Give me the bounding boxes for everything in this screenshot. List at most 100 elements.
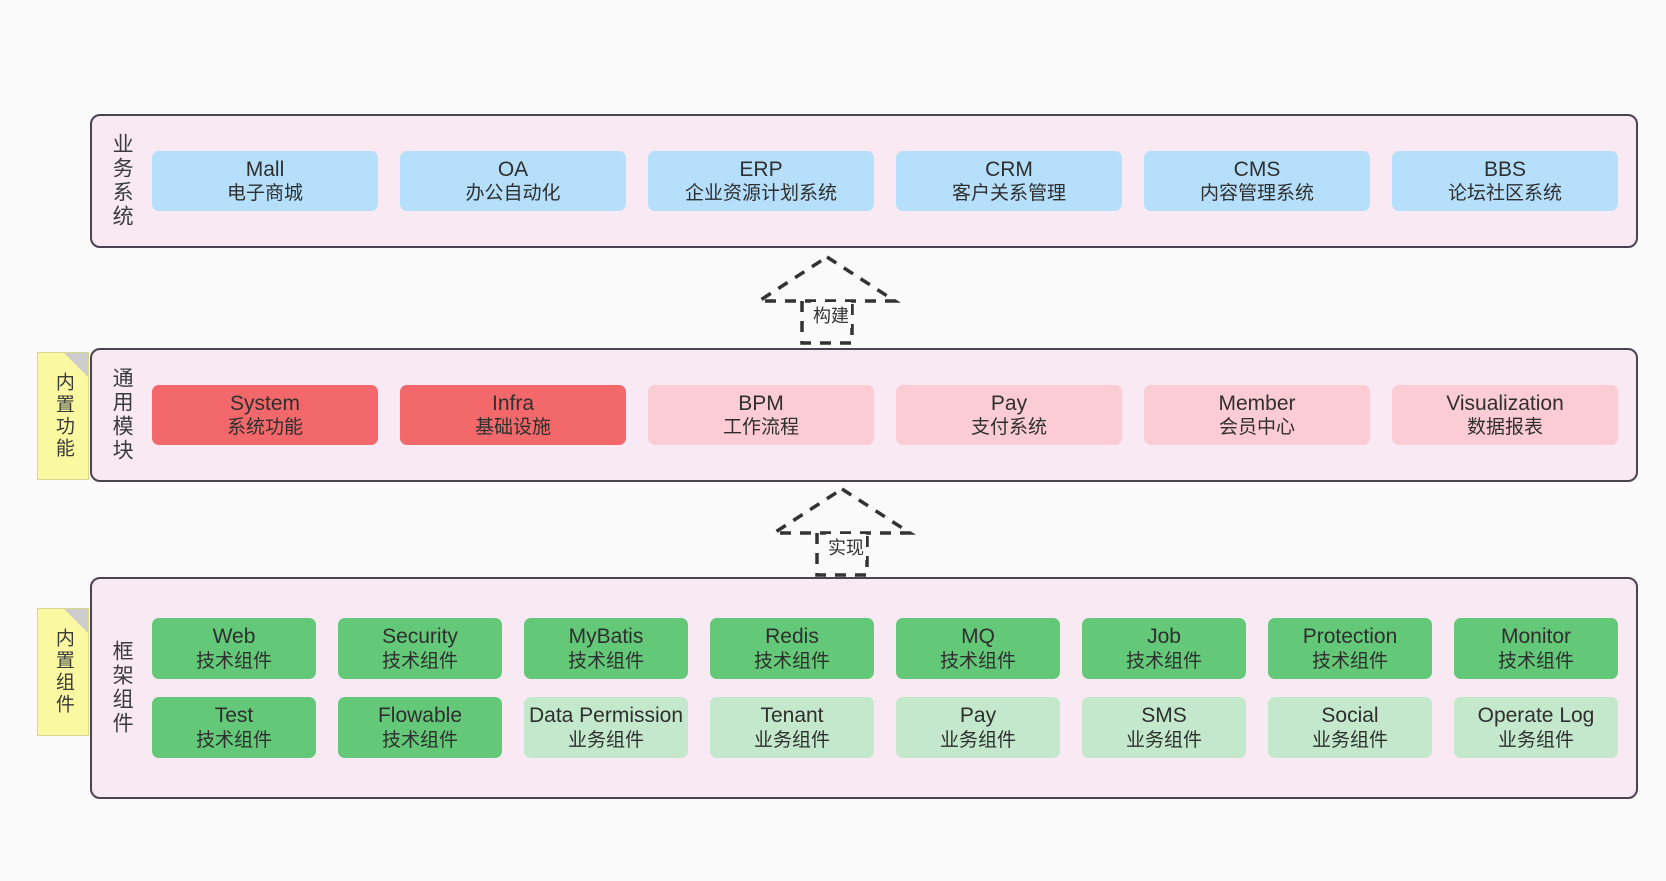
card-name: Pay: [990, 391, 1028, 415]
card-desc: 基础设施: [474, 417, 551, 439]
note-label: 内置组件: [52, 628, 74, 716]
card-desc: 业务组件: [939, 729, 1016, 751]
note-label: 内置功能: [52, 372, 74, 460]
card-name: Redis: [765, 625, 819, 649]
note-common-modules: 内置功能: [37, 352, 89, 480]
arrow-shaft-icon: [815, 533, 869, 577]
card-desc: 技术组件: [1125, 650, 1202, 672]
card-name: Infra: [491, 391, 535, 415]
connector-label-build: 构建: [811, 302, 851, 328]
card-desc: 论坛社区系统: [1447, 183, 1562, 205]
layer-title-common-modules: 通用模块: [110, 367, 134, 463]
arrow-head-icon: [753, 254, 901, 303]
card-name: Security: [382, 625, 458, 649]
card-name: CMS: [1233, 157, 1281, 181]
card-name: Social: [1321, 704, 1379, 727]
card-name: Protection: [1302, 625, 1398, 649]
connector-build: 构建: [753, 254, 901, 345]
card-desc: 技术组件: [195, 729, 272, 751]
arrow-shaft-icon: [800, 301, 854, 345]
card-desc: 业务组件: [1125, 729, 1202, 751]
card-desc: 业务组件: [1311, 729, 1388, 751]
card-name: BPM: [738, 391, 784, 415]
card-name: Operate Log: [1477, 704, 1595, 727]
note-fold-corner-icon: [64, 609, 88, 633]
card-desc: 技术组件: [381, 729, 458, 751]
card-name: Mall: [245, 157, 285, 181]
card-desc: 技术组件: [753, 650, 830, 672]
card-desc: 企业资源计划系统: [684, 183, 837, 205]
connector-implement: 实现: [768, 486, 916, 577]
card-name: CRM: [985, 157, 1033, 181]
card-name: SMS: [1141, 704, 1187, 727]
card-desc: 业务组件: [1497, 729, 1574, 751]
connector-label-implement: 实现: [826, 534, 866, 560]
card-name: Monitor: [1500, 625, 1572, 649]
card-desc: 会员中心: [1218, 417, 1295, 439]
card-name: Pay: [959, 704, 997, 727]
arrow-head-icon: [768, 486, 916, 535]
layer-title-framework-components: 框架组件: [110, 640, 134, 736]
card-name: Member: [1218, 391, 1296, 415]
card-name: MQ: [961, 625, 995, 649]
card-desc: 办公自动化: [465, 183, 561, 205]
card-desc: 工作流程: [722, 417, 799, 439]
card-desc: 客户关系管理: [951, 183, 1066, 205]
card-name: Web: [212, 625, 256, 649]
card-name: Test: [214, 704, 254, 727]
card-name: ERP: [739, 157, 783, 181]
card-desc: 技术组件: [567, 650, 644, 672]
card-desc: 业务组件: [567, 729, 644, 751]
card-name: Visualization: [1446, 391, 1564, 415]
card-name: BBS: [1483, 157, 1527, 181]
card-desc: 数据报表: [1466, 417, 1543, 439]
card-name: Data Permission: [528, 704, 684, 727]
note-framework-components: 内置组件: [37, 608, 89, 736]
card-name: MyBatis: [568, 625, 644, 649]
card-name: OA: [497, 157, 529, 181]
card-name: Job: [1147, 625, 1181, 649]
card-desc: 技术组件: [1497, 650, 1574, 672]
card-desc: 技术组件: [195, 650, 272, 672]
card-desc: 支付系统: [970, 417, 1047, 439]
card-name: Tenant: [760, 704, 824, 727]
note-fold-corner-icon: [64, 353, 88, 377]
